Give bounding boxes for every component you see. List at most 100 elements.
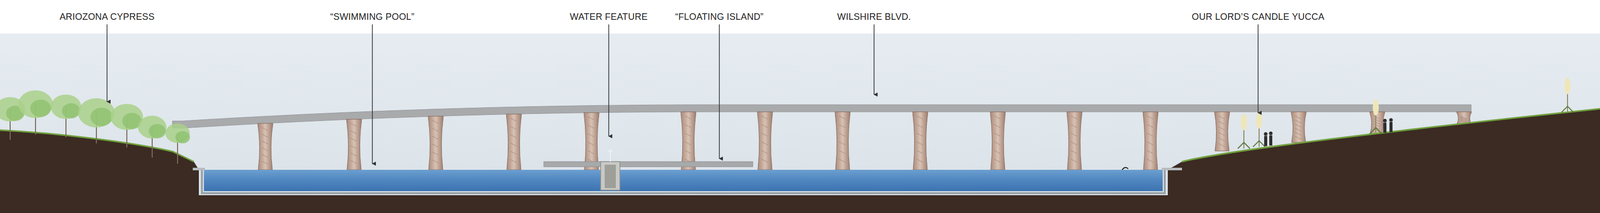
pool-coping [1161, 167, 1182, 170]
pier-texture [994, 158, 1001, 162]
pier-texture [1295, 115, 1302, 119]
person-head [1264, 131, 1268, 136]
pier-texture [350, 152, 357, 156]
pier [1456, 111, 1472, 124]
pool-wall [201, 168, 1165, 193]
callout-label: “FLOATING ISLAND” [675, 11, 764, 23]
pier-texture [510, 142, 517, 146]
person-head [1383, 118, 1387, 123]
pier-texture [1218, 115, 1225, 119]
pier-texture [432, 127, 439, 131]
canopy [18, 90, 53, 118]
pool-water [203, 169, 1163, 191]
pier [1291, 111, 1307, 143]
pier-texture [1070, 115, 1077, 119]
pier-texture [587, 116, 595, 120]
pier-texture [1070, 132, 1077, 136]
canopy [78, 97, 115, 128]
pier-texture [261, 160, 268, 164]
pier-texture [350, 145, 357, 149]
pier-texture [587, 133, 595, 137]
pier [990, 111, 1006, 170]
pier-texture [994, 115, 1001, 119]
canopy [137, 115, 167, 139]
pier-texture [916, 115, 923, 119]
pier-texture [761, 132, 768, 136]
grass-line [1181, 108, 1600, 162]
pier-texture [261, 147, 268, 151]
pier-texture [1218, 131, 1225, 135]
leaves [1253, 140, 1266, 147]
pier-texture [1373, 115, 1380, 119]
pier-texture [1146, 141, 1154, 145]
person [1269, 134, 1273, 146]
pier-texture [1295, 131, 1302, 135]
pier-texture [1070, 141, 1077, 145]
bridge-deck [172, 104, 1472, 128]
canopy [30, 99, 52, 117]
pier-texture [684, 141, 691, 145]
pier-texture [587, 124, 595, 128]
pier [506, 113, 522, 170]
pier-texture [994, 132, 1001, 136]
callout-label: WILSHIRE BLVD. [837, 11, 912, 23]
arizona-cypress-trees [0, 90, 190, 164]
pier-texture [1070, 150, 1077, 154]
canopy [175, 130, 191, 144]
pier-texture [839, 158, 846, 162]
pier-texture [916, 124, 923, 128]
pier-texture [916, 141, 923, 145]
pier-texture [761, 150, 768, 154]
pier-texture [839, 115, 846, 119]
pier-texture [1146, 124, 1154, 128]
pier-texture [587, 142, 595, 146]
pier-texture [1295, 135, 1302, 139]
pier-texture [510, 126, 517, 130]
person-head [1269, 131, 1273, 135]
pier-texture [261, 127, 268, 131]
person [1383, 122, 1387, 133]
canopy [165, 123, 190, 143]
road-deck [172, 104, 1472, 128]
pier-texture [761, 115, 768, 119]
pier-texture [1146, 150, 1154, 154]
pier-texture [432, 159, 439, 163]
canopy [90, 107, 113, 126]
people [1264, 117, 1394, 146]
pier-texture [1218, 121, 1225, 125]
pier-texture [994, 141, 1001, 145]
pier-texture [839, 150, 846, 154]
callout-label: WATER FEATURE [569, 11, 648, 23]
swimmer [1122, 166, 1129, 170]
pier-texture [261, 133, 268, 137]
pier [1369, 111, 1385, 134]
pier [1066, 111, 1083, 170]
pier-texture [261, 140, 268, 144]
pier-texture [261, 154, 268, 158]
flower [1372, 98, 1379, 116]
pier-texture [587, 150, 595, 154]
pier-texture [510, 134, 517, 138]
canopy [61, 102, 81, 119]
pier-texture [510, 150, 517, 154]
flower [1256, 112, 1263, 129]
pier [680, 111, 697, 170]
pier-texture [761, 124, 768, 128]
pier-texture [1373, 118, 1380, 122]
pier-texture [1373, 123, 1380, 127]
floating-island [543, 161, 753, 167]
fountain-jet [608, 149, 613, 162]
pier-texture [916, 150, 923, 154]
pier [1142, 111, 1159, 170]
pier-texture [916, 158, 923, 162]
leaves [1237, 142, 1250, 149]
person-head [1389, 117, 1394, 122]
pier-texture [994, 150, 1001, 154]
flower [1564, 77, 1571, 94]
leaves [1369, 127, 1382, 134]
pier-texture [684, 132, 691, 136]
leader-lines [107, 24, 1259, 164]
pier-texture [1218, 143, 1225, 147]
candle-yucca [1237, 77, 1574, 149]
